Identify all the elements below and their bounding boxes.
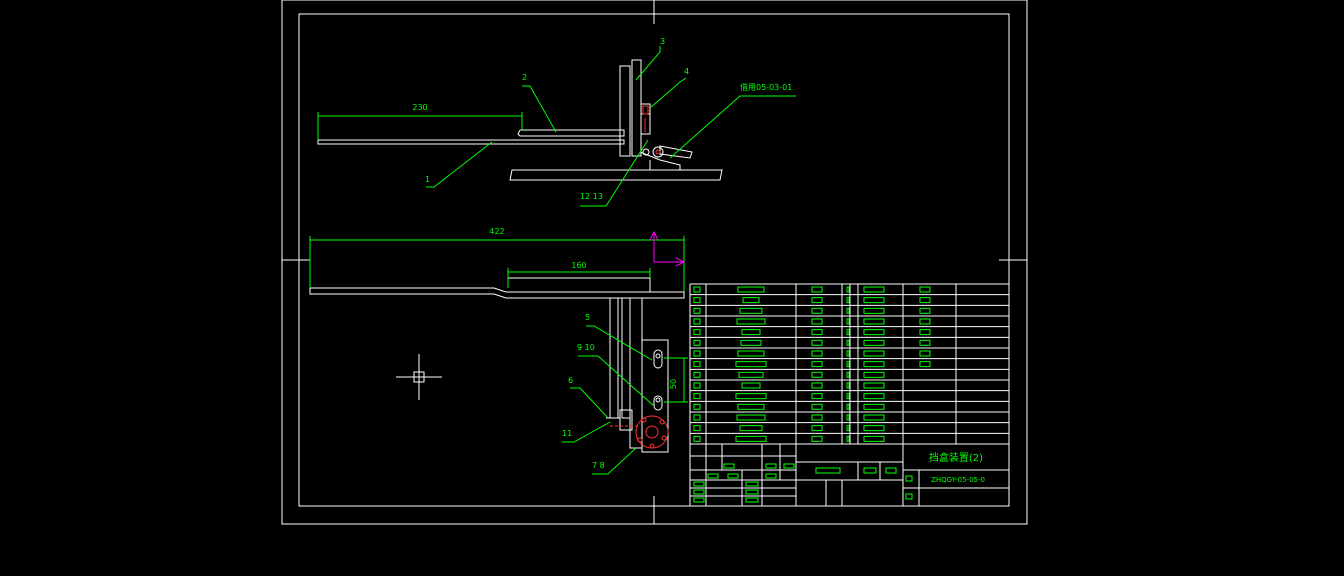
dimension-230 [317,112,523,140]
dimension-160 [507,268,651,288]
part-1-arm [317,139,625,145]
balloon-12-13: 12 13 [580,192,603,201]
part-2-slider [517,129,625,137]
dimension-160-text: 160 [571,261,586,270]
dimension-422-text: 422 [489,227,504,236]
bottom-view-hidden-detail [610,415,669,449]
balloon-6: 6 [568,376,573,385]
balloon-5: 5 [585,313,590,322]
dimension-50 [664,357,688,403]
center-marks [282,0,1027,524]
balloon-3: 3 [660,37,665,46]
top-view-hidden-detail [642,105,661,155]
balloon-1: 1 [425,175,430,184]
balloon-4: 4 [684,67,689,76]
base-plate [509,169,723,181]
balloon-2: 2 [522,73,527,82]
top-view-leaders [426,46,796,207]
ucs-axes-icon [649,230,686,267]
dimension-50-text: 50 [669,379,678,389]
balloon-9-10: 9 10 [577,343,595,352]
note-standard-part: 借用05-03-01 [740,82,792,92]
part-1-arm-front [309,287,685,299]
crosshair-cursor-icon [396,354,442,400]
balloon-7-8: 7 8 [592,461,605,470]
bill-of-materials-table [689,283,1010,445]
part-4-block [640,103,651,135]
title-drawing-number: ZHQGY-05-05-0 [931,476,985,484]
title-part-name: 挡盒装置(2) [929,451,983,464]
part-3-post [619,65,631,157]
dimension-230-text: 230 [412,103,427,112]
bom-cell-placeholders [693,286,931,442]
title-block [689,443,1010,507]
balloon-11: 11 [562,429,572,438]
top-view-geometry [317,59,723,181]
title-block-placeholders [693,463,913,503]
dimension-422 [309,236,685,292]
bottom-view-leaders [562,325,655,475]
